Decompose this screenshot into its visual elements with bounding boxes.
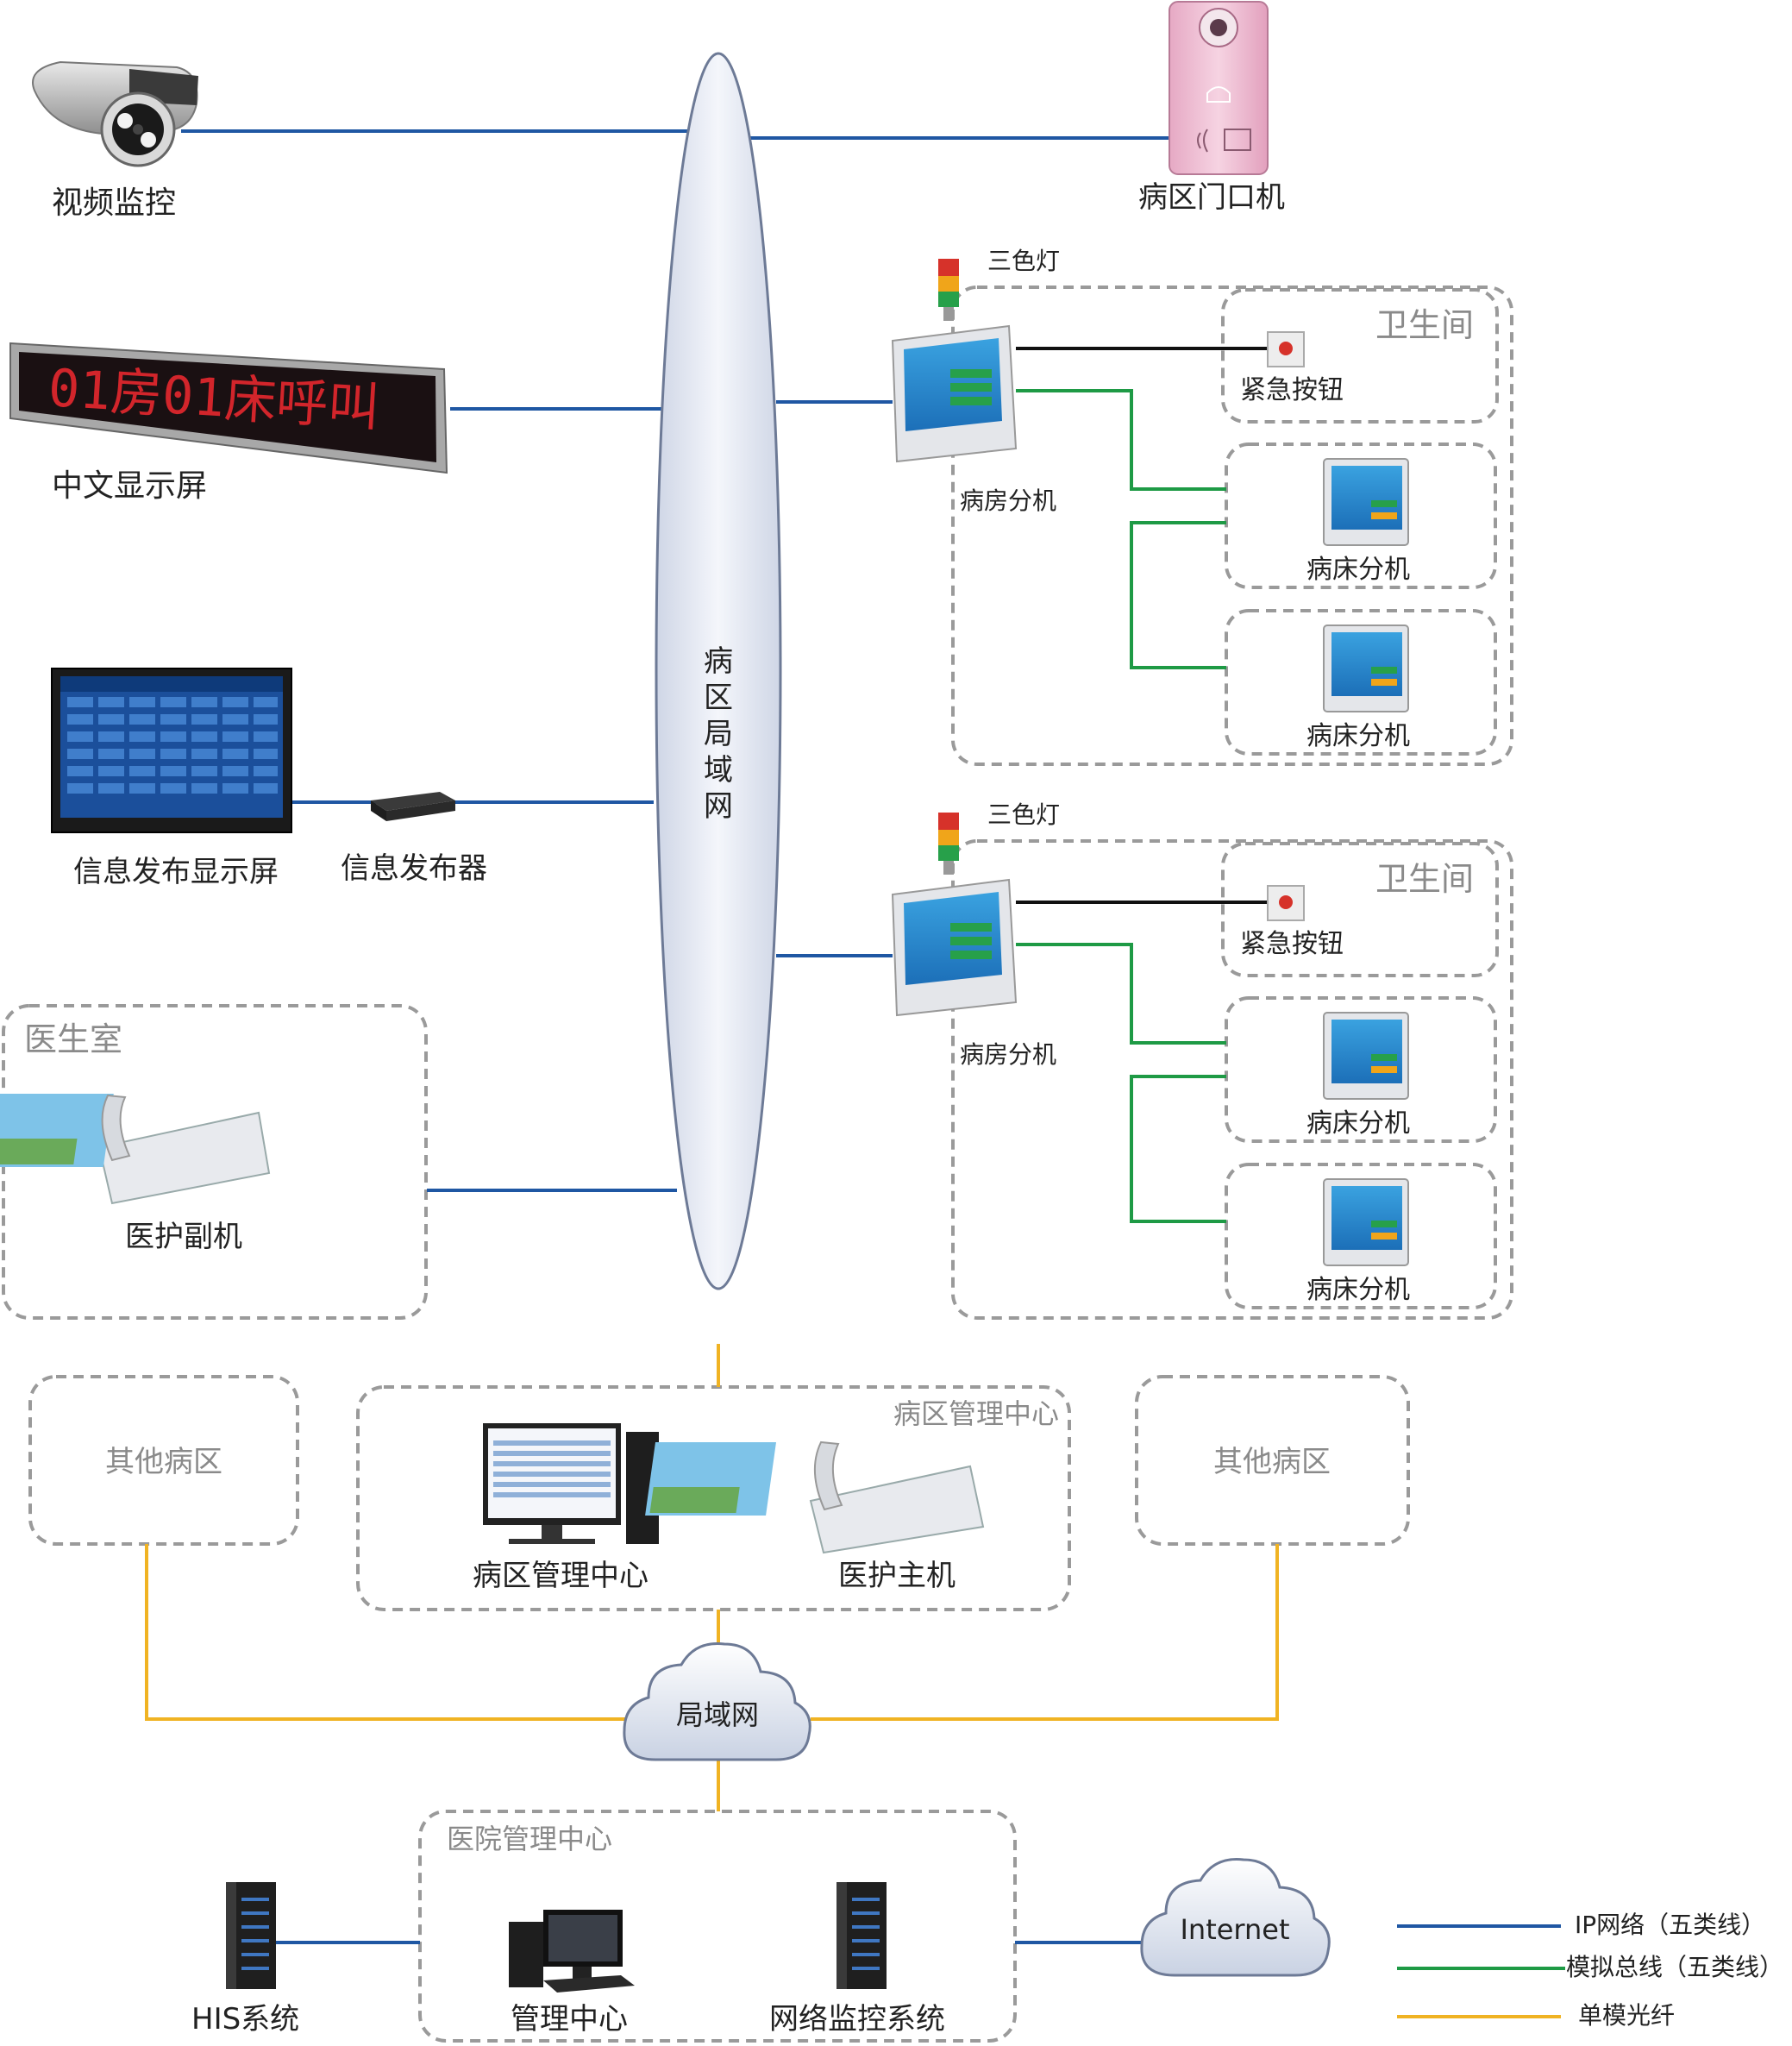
room-unit-label-1: 病房分机 <box>960 486 1056 515</box>
doctor-room-box <box>2 1004 428 1320</box>
ward-lan-char-1: 病 <box>704 644 733 679</box>
ward-lan-char-5: 网 <box>704 789 733 824</box>
other-ward-label-left: 其他病区 <box>105 1445 222 1479</box>
bed-box-1b <box>1225 609 1497 756</box>
bathroom-box-2 <box>1221 842 1499 977</box>
emergency-label-2: 紧急按钮 <box>1240 929 1344 959</box>
ward-lan-ellipse <box>655 52 782 1290</box>
mgmt-pc-icon <box>509 1910 635 1993</box>
bed-unit-icon-1a <box>1323 458 1409 546</box>
bed-unit-label-2b: 病床分机 <box>1306 1275 1410 1305</box>
fiber-right-ward <box>811 1544 1279 1721</box>
info-screen-monitor <box>51 668 292 833</box>
legend-fiber-label: 单模光纤 <box>1578 2001 1675 2030</box>
analog-bus-1a <box>1016 389 1226 491</box>
his-label: HIS系统 <box>191 2002 299 2037</box>
his-server-icon <box>226 1882 276 1989</box>
lan-cloud-icon <box>623 1642 811 1761</box>
other-ward-label-right: 其他病区 <box>1213 1445 1331 1479</box>
emergency-button-icon-1 <box>1267 331 1305 367</box>
tri-light-label-2: 三色灯 <box>987 800 1060 829</box>
ward-lan-char-4: 域 <box>704 753 733 788</box>
nurse-host-icon <box>645 1440 985 1554</box>
chinese-display-label: 中文显示屏 <box>52 468 207 504</box>
ward-door-label: 病区门口机 <box>1138 180 1285 215</box>
legend-ip-label: IP网络（五类线） <box>1575 1911 1765 1939</box>
bed-unit-icon-2a <box>1323 1012 1409 1100</box>
bed-box-2a <box>1225 996 1497 1143</box>
ward-pc-label: 病区管理中心 <box>473 1559 649 1593</box>
lan-label: 局域网 <box>676 1698 759 1731</box>
mgmt-center-label: 管理中心 <box>511 2002 628 2037</box>
tri-color-light-1 <box>938 259 959 321</box>
room-unit-label-2: 病房分机 <box>960 1040 1056 1069</box>
bed-unit-label-2a: 病床分机 <box>1306 1108 1410 1139</box>
doctor-room-title: 医生室 <box>24 1020 122 1058</box>
nurse-host-label: 医护主机 <box>838 1559 956 1593</box>
info-screen-label: 信息发布显示屏 <box>73 855 279 889</box>
bed-unit-icon-2b <box>1323 1178 1409 1266</box>
analog-bus-2b <box>1130 1075 1226 1223</box>
camera-icon <box>32 60 198 167</box>
netmon-server-icon <box>836 1882 887 1989</box>
bathroom-title-2: 卫生间 <box>1375 860 1474 898</box>
nurse-sub-station-icon <box>0 1094 271 1205</box>
legend-analog-label: 模拟总线（五类线） <box>1566 1953 1783 1981</box>
analog-bus-2a <box>1016 943 1226 1045</box>
internet-cloud-icon <box>1140 1858 1331 1977</box>
bathroom-title-1: 卫生间 <box>1375 306 1474 344</box>
video-monitor-label: 视频监控 <box>52 185 176 221</box>
bathroom-box-1 <box>1221 288 1499 424</box>
room-group-box-1 <box>951 286 1513 766</box>
ward-lan-char-2: 区 <box>704 681 733 715</box>
door-unit-icon <box>1169 1 1269 175</box>
bed-unit-icon-1b <box>1323 624 1409 712</box>
ward-lan-char-3: 局 <box>704 717 733 751</box>
legend: IP网络（五类线） 模拟总线（五类线） 单模光纤 <box>1397 1911 1783 2030</box>
hospital-center-title: 医院管理中心 <box>447 1823 612 1855</box>
ward-center-title: 病区管理中心 <box>893 1397 1059 1430</box>
room-group-box-2 <box>951 839 1513 1320</box>
bed-box-1a <box>1225 442 1497 589</box>
other-ward-box-left <box>28 1375 299 1546</box>
info-publisher-label: 信息发布器 <box>341 851 487 886</box>
room-unit-icon-1 <box>891 324 1018 463</box>
hospital-center-box <box>418 1810 1017 2043</box>
bed-box-2b <box>1225 1163 1497 1309</box>
ward-lan-label: 病 区 局 域 网 <box>704 644 733 824</box>
room-unit-icon-2 <box>891 878 1018 1017</box>
ward-pc-icon <box>483 1423 659 1544</box>
fiber-left-ward <box>145 1544 628 1721</box>
info-publisher-box <box>371 792 455 821</box>
led-display: 01房01床呼叫 <box>9 342 448 474</box>
analog-bus-1b <box>1130 521 1226 669</box>
bed-unit-label-1b: 病床分机 <box>1306 721 1410 751</box>
emergency-button-icon-2 <box>1267 885 1305 921</box>
bed-unit-label-1a: 病床分机 <box>1306 555 1410 585</box>
tri-light-label-1: 三色灯 <box>987 247 1060 275</box>
netmon-label: 网络监控系统 <box>769 2002 945 2037</box>
other-ward-box-right <box>1135 1375 1410 1546</box>
internet-label: Internet <box>1180 1913 1289 1946</box>
nurse-sub-station-label: 医护副机 <box>125 1220 242 1254</box>
tri-color-light-2 <box>938 813 959 875</box>
ward-center-box <box>356 1385 1071 1611</box>
emergency-label-1: 紧急按钮 <box>1240 375 1344 405</box>
